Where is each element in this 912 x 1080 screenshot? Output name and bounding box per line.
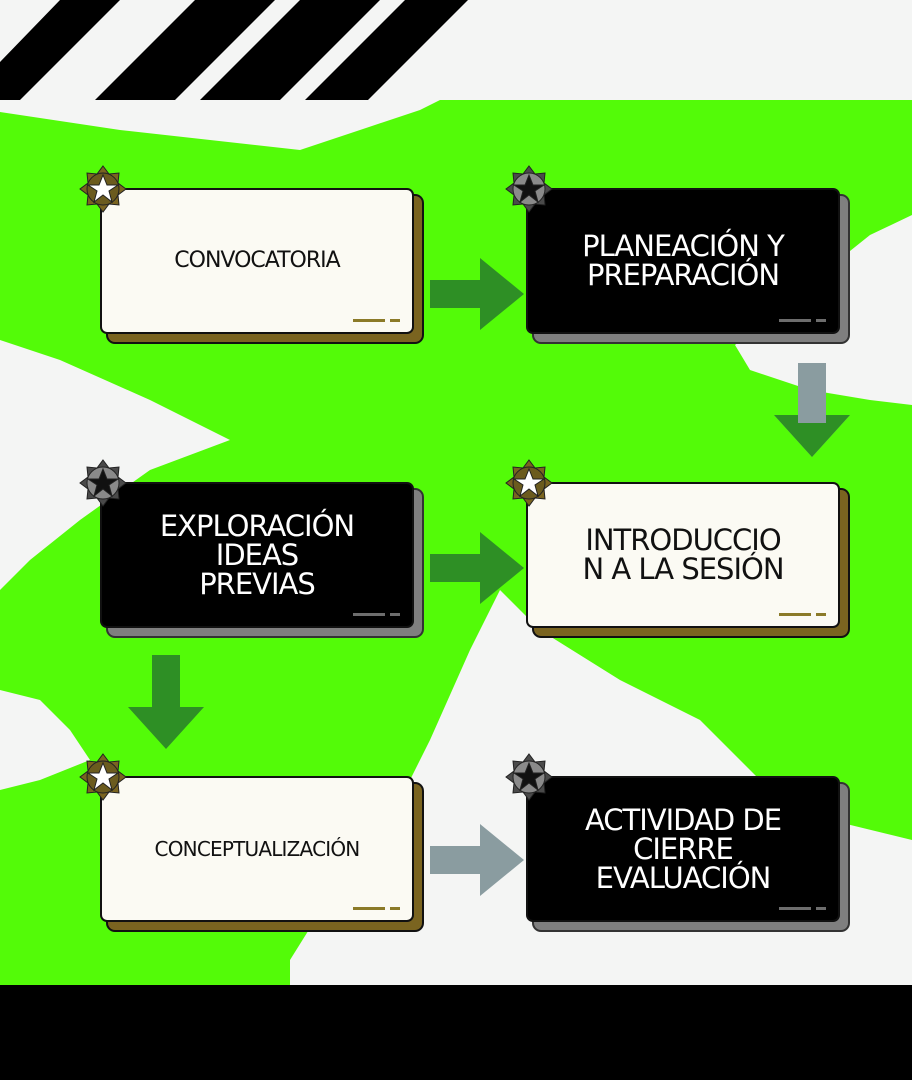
black-star-icon [505, 753, 553, 801]
white-paper-lower-left [0, 690, 90, 790]
step-card-actividad-cierre: ACTIVIDAD DE CIERRE EVALUACIÓN [526, 776, 840, 922]
step-card-introduccion: INTRODUCCIO N A LA SESIÓN [526, 482, 840, 628]
white-star-icon [79, 753, 127, 801]
card-decoration [779, 613, 826, 616]
card-decoration [353, 319, 400, 322]
header-stripes [0, 0, 912, 100]
step-card-conceptualizacion: CONCEPTUALIZACIÓN [100, 776, 414, 922]
step-card-convocatoria: CONVOCATORIA [100, 188, 414, 334]
white-star-icon [79, 165, 127, 213]
arrow-right-icon [430, 258, 524, 330]
step-card-exploracion: EXPLORACIÓN IDEAS PREVIAS [100, 482, 414, 628]
card-decoration [779, 319, 826, 322]
white-star-icon [505, 459, 553, 507]
arrow-down-icon [774, 363, 850, 457]
step-card-planeacion: PLANEACIÓN Y PREPARACIÓN [526, 188, 840, 334]
step-label: EXPLORACIÓN IDEAS PREVIAS [159, 508, 355, 601]
card-decoration [779, 907, 826, 910]
footer-band [0, 985, 912, 1080]
card-decoration [353, 907, 400, 910]
card-decoration [353, 613, 400, 616]
arrow-right-icon [430, 824, 524, 896]
step-label: CONVOCATORIA [174, 248, 340, 273]
step-label: INTRODUCCIO N A LA SESIÓN [582, 523, 784, 586]
white-paper-mid-left [0, 340, 230, 590]
black-star-icon [505, 165, 553, 213]
step-label: CONCEPTUALIZACIÓN [154, 837, 361, 861]
arrow-right-icon [430, 532, 524, 604]
step-label: PLANEACIÓN Y PREPARACIÓN [582, 229, 785, 292]
arrow-down-icon [128, 655, 204, 749]
step-label: ACTIVIDAD DE CIERRE EVALUACIÓN [584, 802, 782, 895]
black-star-icon [79, 459, 127, 507]
